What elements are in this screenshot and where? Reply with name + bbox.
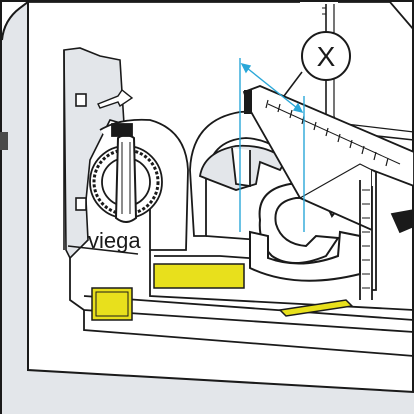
plate-slot-top	[75, 93, 87, 107]
plate-slot-bottom	[75, 197, 87, 211]
callout-label: X	[317, 41, 336, 72]
dial-mechanism	[89, 118, 189, 251]
dimension-arrow-left-icon	[240, 62, 252, 74]
dimension-line-diagonal	[241, 63, 303, 113]
top-hatch	[322, 7, 326, 15]
dimension-arrow-right-icon	[292, 102, 304, 114]
ruler-ticks	[265, 99, 389, 167]
callout-leader	[283, 71, 303, 97]
yellow-marker-long	[153, 263, 245, 289]
yellow-marker-square	[91, 287, 133, 321]
dimension-lines	[239, 58, 305, 232]
brand-logo: viega	[88, 228, 141, 253]
direction-arrow-icon	[97, 88, 134, 109]
dial-handle	[114, 134, 138, 223]
ruler-edge	[244, 90, 252, 114]
callout-badge: X	[301, 31, 351, 81]
yellow-marker-slot	[278, 299, 354, 317]
wall-strip	[0, 132, 8, 150]
angle-ruler	[242, 85, 414, 300]
